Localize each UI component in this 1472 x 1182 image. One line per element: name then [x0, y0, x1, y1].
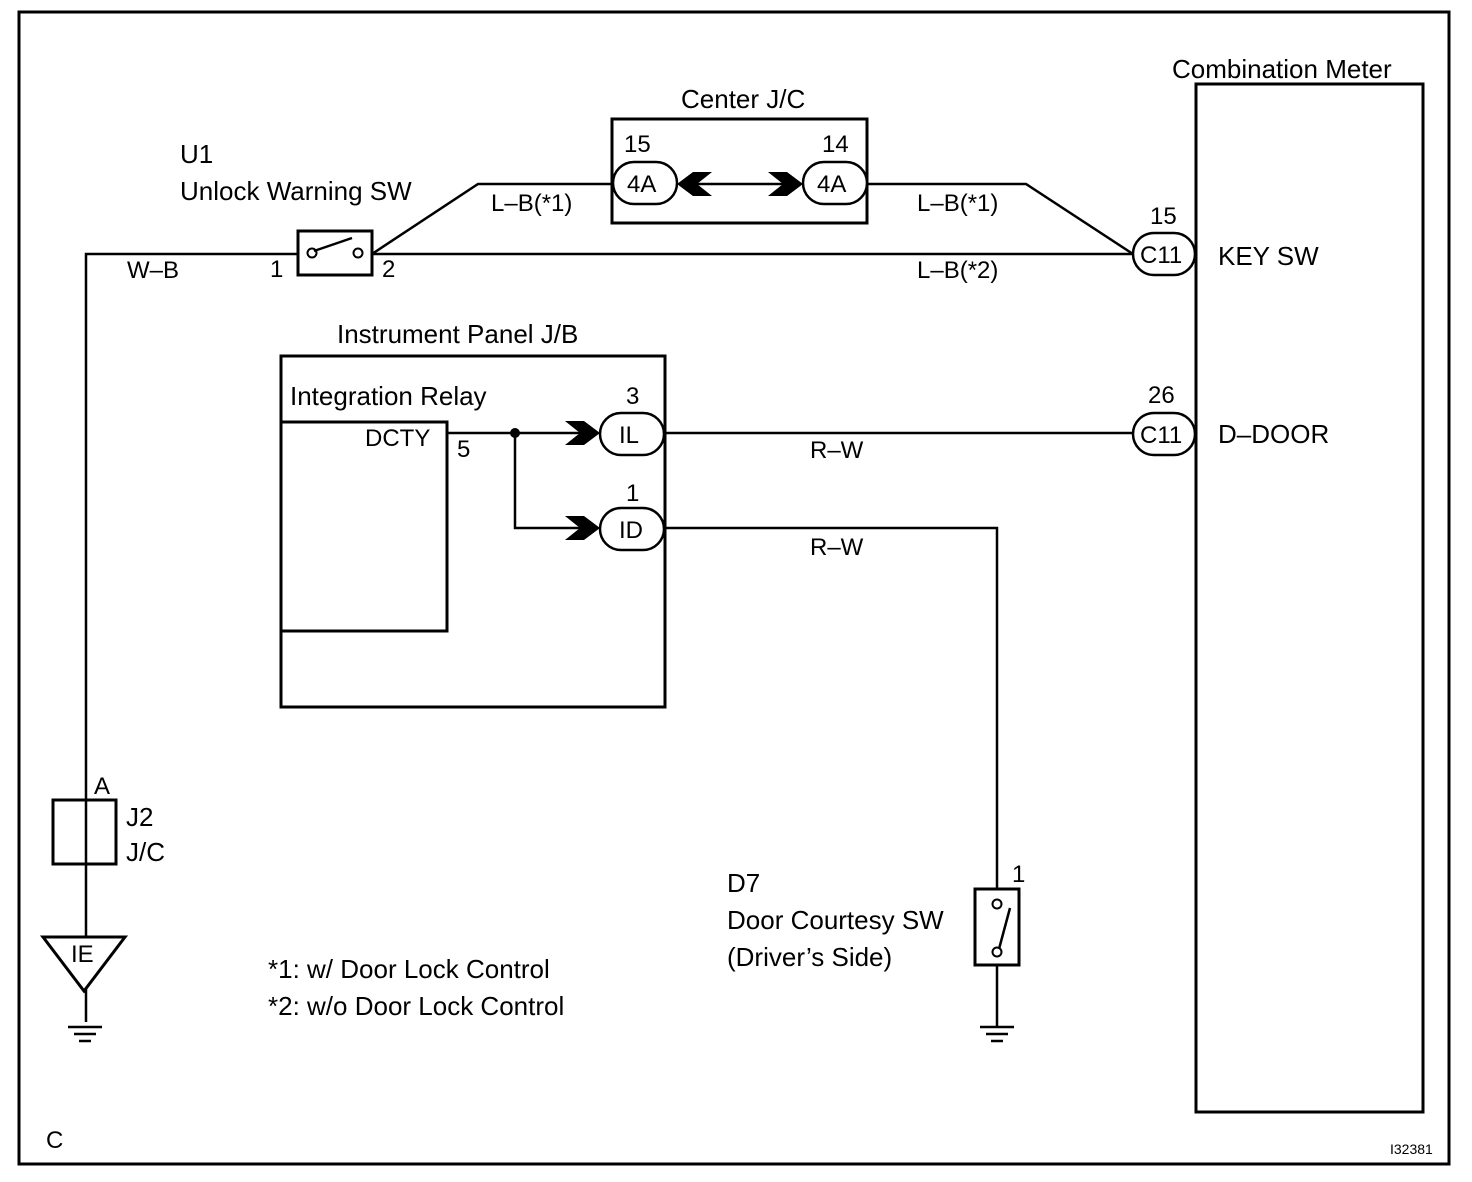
splice-point — [510, 428, 520, 438]
id-conn-label: ID — [619, 517, 643, 544]
wire-lb1-right-label: L–B(*1) — [917, 190, 998, 217]
wire-lb1-left — [371, 182, 613, 256]
note-1: *1: w/ Door Lock Control — [268, 954, 550, 984]
ie-label: IE — [71, 941, 94, 968]
il-arrow — [565, 421, 600, 445]
integration-relay-box — [281, 420, 449, 633]
j2-code: J2 — [126, 802, 153, 832]
meter-key-conn-label: C11 — [1140, 242, 1182, 269]
wire-rw-bottom-label: R–W — [810, 534, 864, 561]
ie-ground-point — [39, 935, 129, 994]
relay-pin-5: 5 — [457, 436, 470, 463]
integration-relay-label: Integration Relay — [290, 381, 487, 411]
note-2: *2: w/o Door Lock Control — [268, 991, 564, 1021]
wire-lb2-label: L–B(*2) — [917, 257, 998, 284]
center-jc-arrow-left — [677, 172, 712, 196]
d7-contact-2 — [991, 946, 1003, 958]
d7-name: Door Courtesy SW — [727, 905, 944, 935]
wire-wb-label: W–B — [127, 257, 179, 284]
wire-rw-bottom — [664, 526, 999, 889]
j2-box — [51, 798, 118, 866]
d7-pin: 1 — [1012, 861, 1025, 888]
center-jc-conn-left-label: 4A — [627, 171, 656, 198]
j2-name: J/C — [126, 837, 165, 867]
center-jc-arrow-right — [768, 172, 803, 196]
combination-meter-box — [1194, 82, 1425, 1114]
u1-contact-2 — [352, 247, 364, 259]
meter-key-sw-label: KEY SW — [1218, 241, 1319, 271]
u1-pin-2: 2 — [382, 256, 395, 283]
id-pin: 1 — [626, 480, 639, 507]
meter-door-connector — [1131, 411, 1197, 457]
meter-key-connector — [1131, 231, 1197, 277]
d7-side: (Driver’s Side) — [727, 942, 892, 972]
u1-pin-1: 1 — [270, 256, 283, 283]
instrument-panel-jb-label: Instrument Panel J/B — [337, 319, 578, 349]
wire-lb1-right — [867, 182, 1134, 256]
corner-letter: C — [46, 1127, 63, 1154]
wire-dcty-id — [513, 433, 580, 530]
id-arrow — [565, 516, 600, 540]
d7-ground-symbol — [980, 1025, 1014, 1043]
wire-wb — [84, 252, 298, 1022]
ie-ground-symbol — [68, 1025, 102, 1043]
center-jc-pin-left: 15 — [624, 131, 651, 158]
meter-key-pin: 15 — [1150, 203, 1177, 230]
meter-door-conn-label: C11 — [1140, 422, 1182, 449]
figure-id: I32381 — [1390, 1141, 1433, 1157]
u1-name: Unlock Warning SW — [180, 176, 412, 206]
meter-door-pin: 26 — [1148, 382, 1175, 409]
d7-code: D7 — [727, 868, 760, 898]
meter-d-door-label: D–DOOR — [1218, 419, 1329, 449]
d7-contact-1 — [991, 898, 1003, 910]
wire-rw-top-label: R–W — [810, 437, 864, 464]
outer-frame — [17, 10, 1451, 1166]
center-jc-label: Center J/C — [681, 84, 805, 114]
wire-lb1-left-label: L–B(*1) — [491, 190, 572, 217]
il-conn-label: IL — [619, 422, 639, 449]
il-pin: 3 — [626, 383, 639, 410]
j2-pin-a: A — [94, 773, 110, 800]
u1-switch-blade — [313, 236, 353, 253]
center-jc-box — [610, 117, 869, 225]
u1-code: U1 — [180, 139, 213, 169]
center-jc-pin-right: 14 — [822, 131, 849, 158]
center-jc-conn-right-label: 4A — [817, 171, 846, 198]
relay-dcty-label: DCTY — [365, 425, 430, 452]
d7-switch-blade — [997, 907, 1012, 950]
combination-meter-label: Combination Meter — [1172, 54, 1392, 84]
